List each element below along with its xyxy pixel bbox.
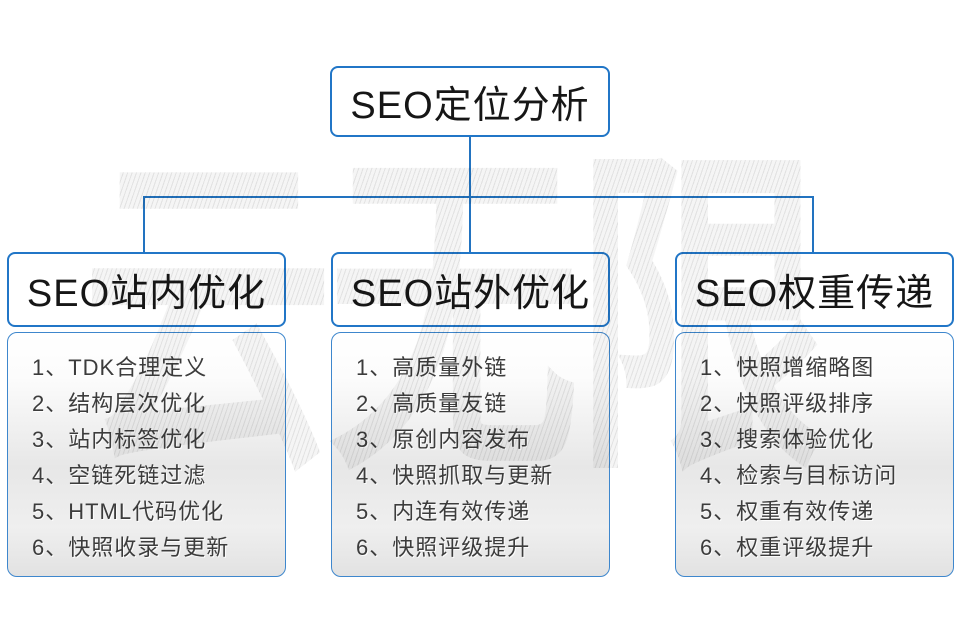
list-item: 4、检索与目标访问 (700, 463, 898, 488)
connector-drop-right (812, 196, 814, 254)
root-node-label: SEO定位分析 (350, 85, 590, 127)
branch-column-onsite: SEO站内优化 1、TDK合理定义 2、结构层次优化 3、站内标签优化 4、空链… (7, 252, 286, 577)
branch-panel-onsite: 1、TDK合理定义 2、结构层次优化 3、站内标签优化 4、空链死链过滤 5、H… (7, 332, 286, 577)
list-item: 2、结构层次优化 (32, 391, 207, 416)
connector-crossbar (143, 196, 814, 198)
list-item: 3、站内标签优化 (32, 427, 207, 452)
list-item: 1、TDK合理定义 (32, 355, 208, 380)
connector-root-stem (469, 137, 471, 197)
connector-drop-left (143, 196, 145, 254)
list-item: 4、快照抓取与更新 (356, 463, 554, 488)
branch-node-weight: SEO权重传递 (675, 252, 954, 327)
branch-panel-weight: 1、快照增缩略图 2、快照评级排序 3、搜索体验优化 4、检索与目标访问 5、权… (675, 332, 954, 577)
list-item: 1、高质量外链 (356, 355, 508, 380)
list-item: 4、空链死链过滤 (32, 463, 207, 488)
branch-column-offsite: SEO站外优化 1、高质量外链 2、高质量友链 3、原创内容发布 4、快照抓取与… (331, 252, 610, 577)
list-item: 1、快照增缩略图 (700, 355, 875, 380)
list-item: 6、快照收录与更新 (32, 535, 230, 560)
branch-node-offsite-label: SEO站外优化 (350, 273, 591, 315)
branch-node-onsite-label: SEO站内优化 (26, 273, 267, 315)
branch-column-weight: SEO权重传递 1、快照增缩略图 2、快照评级排序 3、搜索体验优化 4、检索与… (675, 252, 954, 577)
branch-node-onsite: SEO站内优化 (7, 252, 286, 327)
list-item: 6、权重评级提升 (700, 535, 875, 560)
connector-drop-middle (469, 196, 471, 254)
list-item: 2、快照评级排序 (700, 391, 875, 416)
branch-node-weight-label: SEO权重传递 (694, 273, 935, 315)
root-node: SEO定位分析 (330, 66, 610, 137)
list-item: 3、搜索体验优化 (700, 427, 875, 452)
list-item: 5、内连有效传递 (356, 499, 531, 524)
list-item: 3、原创内容发布 (356, 427, 531, 452)
branch-node-offsite: SEO站外优化 (331, 252, 610, 327)
branch-panel-offsite: 1、高质量外链 2、高质量友链 3、原创内容发布 4、快照抓取与更新 5、内连有… (331, 332, 610, 577)
list-item: 5、HTML代码优化 (32, 499, 225, 524)
list-item: 5、权重有效传递 (700, 499, 875, 524)
list-item: 2、高质量友链 (356, 391, 508, 416)
list-item: 6、快照评级提升 (356, 535, 531, 560)
